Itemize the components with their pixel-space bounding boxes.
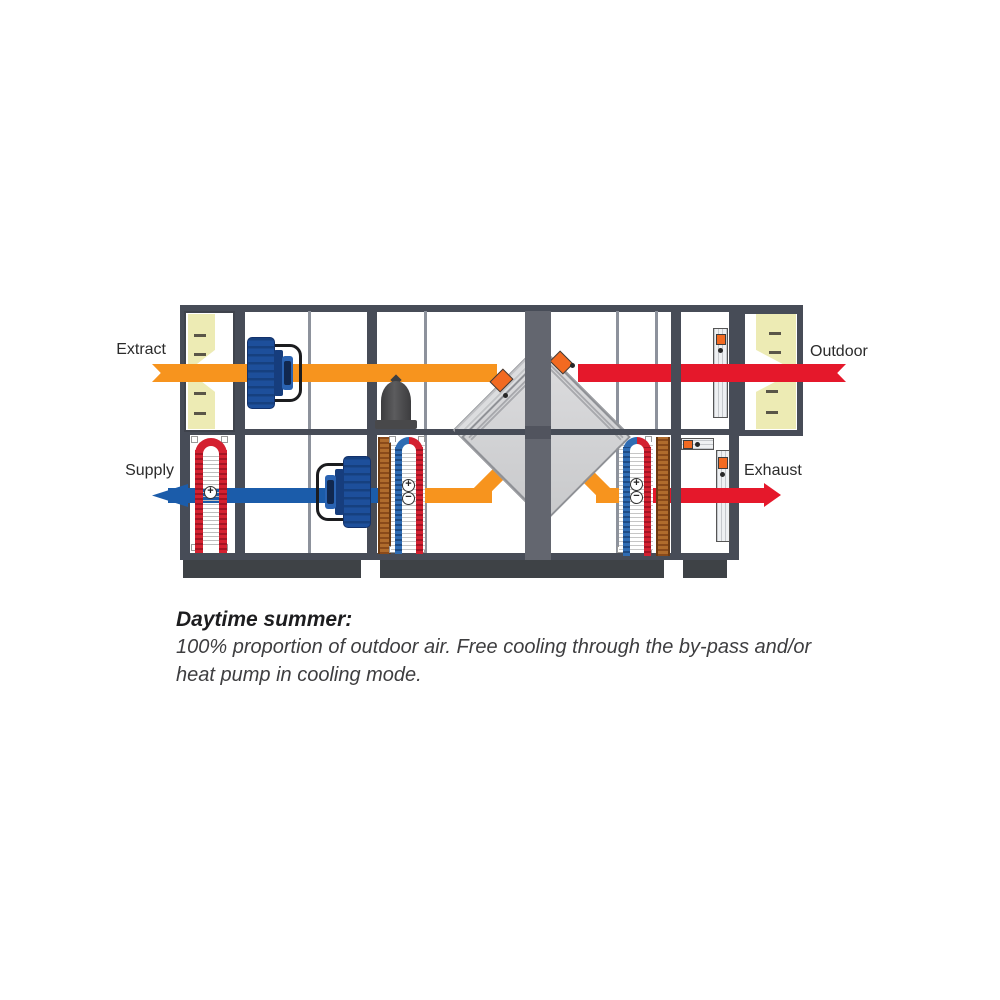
plus-symbol: + [204, 486, 217, 499]
fan-hub-core [327, 480, 334, 504]
minus-symbol: − [630, 491, 643, 504]
minus-sign: − [405, 491, 412, 503]
plus-symbol: + [630, 478, 643, 491]
coil-bend-inner [203, 446, 219, 456]
pleat-mark [769, 332, 781, 335]
damper-actuator [718, 457, 728, 469]
heating-coil-leg [219, 450, 227, 553]
copper-coil [378, 437, 391, 554]
coil-bend-inner [402, 444, 416, 453]
heating-coil-leg [195, 450, 203, 553]
plus-sign: + [207, 485, 214, 497]
pleat-mark [766, 390, 778, 393]
coil-bend-inner [630, 444, 644, 453]
caption-line-1: 100% proportion of outdoor air. Free coo… [176, 636, 812, 658]
extract-fan [247, 337, 275, 409]
outdoor-arrow [578, 364, 826, 382]
coil-bracket [221, 436, 228, 443]
coil-bracket [191, 436, 198, 443]
pleat-mark [194, 412, 206, 415]
minus-sign: − [633, 490, 640, 502]
damper-actuator [683, 440, 693, 449]
caption: Daytime summer: 100% proportion of outdo… [176, 606, 856, 689]
actuator-dot [718, 348, 723, 353]
extract-arrow [172, 364, 497, 382]
top-frame [180, 305, 803, 312]
exhaust-arrow-head [764, 483, 781, 507]
supply-fan [343, 456, 371, 528]
pleat-mark [194, 353, 206, 356]
frame-post-left [180, 305, 190, 560]
actuator-dot [503, 393, 508, 398]
actuator-dot [570, 363, 575, 368]
plus-sign: + [633, 477, 640, 489]
compressor-base [375, 420, 417, 429]
central-column-joint [525, 426, 551, 439]
plus-symbol: + [402, 479, 415, 492]
outdoor-arrow-tail [824, 364, 846, 382]
extract-arrow-tail [152, 364, 174, 382]
pleat-mark [194, 334, 206, 337]
hp-coil-leg-cold [623, 447, 630, 556]
copper-coil [656, 437, 670, 556]
label-outdoor: Outdoor [810, 343, 868, 360]
plus-sign: + [405, 478, 412, 490]
caption-title: Daytime summer: [176, 608, 353, 631]
fan-shaft [335, 469, 344, 515]
label-supply: Supply [125, 462, 174, 479]
label-exhaust: Exhaust [744, 462, 802, 479]
minus-symbol: − [402, 492, 415, 505]
base-block [183, 560, 361, 578]
actuator-dot [720, 472, 725, 477]
frame-post-right [729, 305, 739, 560]
pleat-mark [769, 351, 781, 354]
pleat-mark [194, 392, 206, 395]
label-extract: Extract [116, 341, 166, 358]
frame-post [671, 305, 681, 560]
hp-coil-leg-hot [644, 447, 651, 556]
damper-actuator [716, 334, 726, 345]
fan-hub-core [284, 361, 291, 385]
hp-coil-leg-hot [416, 447, 423, 554]
actuator-dot [695, 442, 700, 447]
base-block [683, 560, 727, 578]
caption-line-2: heat pump in cooling mode. [176, 664, 422, 686]
pleat-mark [766, 411, 778, 414]
fan-shaft [274, 350, 283, 396]
compressor [381, 381, 411, 424]
bottom-frame [180, 553, 739, 560]
base-block [380, 560, 664, 578]
hp-coil-leg-cold [395, 447, 402, 554]
